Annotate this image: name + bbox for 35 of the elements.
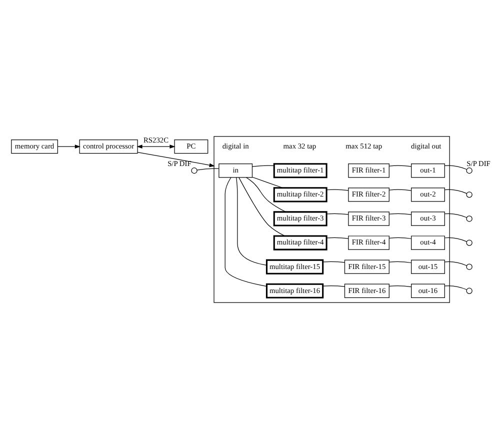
connector <box>444 212 467 218</box>
node-circle <box>466 191 472 198</box>
connector <box>238 176 286 236</box>
node-circle <box>191 167 198 174</box>
cluster <box>214 136 450 302</box>
connector <box>322 284 345 286</box>
node-circle <box>466 239 472 246</box>
arrow <box>137 152 215 167</box>
connector <box>326 188 349 190</box>
connector <box>444 164 467 170</box>
node-circle <box>466 167 472 174</box>
connector <box>389 212 412 214</box>
connector <box>224 176 267 286</box>
connector <box>326 212 349 214</box>
connector <box>326 236 349 238</box>
connector <box>389 285 412 287</box>
connector <box>444 284 467 290</box>
connector <box>444 236 467 242</box>
connector <box>322 260 345 262</box>
connector <box>246 176 286 212</box>
arrow <box>136 144 176 148</box>
node-circle <box>466 215 472 222</box>
node-circle <box>466 263 472 270</box>
arrow <box>57 144 80 148</box>
connector <box>389 260 412 263</box>
connector <box>444 188 467 194</box>
connector <box>389 164 412 166</box>
connector <box>389 236 412 238</box>
connector <box>236 176 267 265</box>
connector <box>252 176 284 188</box>
node-circle <box>466 287 472 294</box>
connector <box>252 164 274 167</box>
connector <box>196 168 220 170</box>
connector <box>389 188 412 190</box>
connector <box>444 260 467 266</box>
